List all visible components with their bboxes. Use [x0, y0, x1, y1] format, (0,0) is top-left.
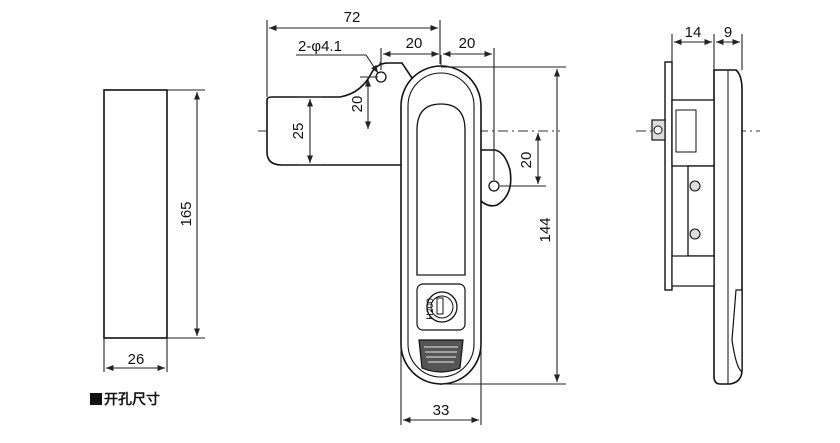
mounting-arm: [266, 62, 413, 166]
lower-bracket: [687, 165, 715, 257]
panel-plate: [664, 61, 673, 291]
screw-upper: [689, 180, 701, 192]
side-view: 14 9: [636, 24, 760, 385]
handle-grip: [416, 103, 466, 276]
dim-14-label: 14: [685, 24, 702, 41]
dim-144-label: 144: [537, 217, 554, 242]
model-label: H200: [425, 298, 435, 320]
key-cylinder-inner: [430, 295, 454, 319]
dim-25-label: 25: [290, 123, 307, 140]
keyhole-icon: [436, 297, 444, 315]
dim-26-label: 26: [128, 351, 145, 368]
dim-33-label: 33: [433, 402, 450, 419]
legend-label: 开孔尺寸: [104, 391, 160, 408]
legend: 开孔尺寸: [90, 391, 160, 408]
cutout-view: 165 26: [103, 89, 205, 372]
front-view: H200 72 20 20 2-φ4.1 20 25: [258, 9, 566, 425]
dim-165-label: 165: [178, 201, 195, 226]
legend-square-icon: [90, 393, 102, 405]
dim-72-label: 72: [344, 9, 361, 26]
cutout-rectangle: [103, 89, 168, 339]
dim-9-label: 9: [724, 24, 732, 41]
hole-leader: [365, 54, 379, 74]
dim-20-top-left-label: 20: [406, 35, 423, 52]
mounting-lug: [475, 149, 512, 207]
dim-20-vertical-label: 20: [349, 96, 366, 113]
screw-lower: [689, 228, 701, 240]
handle-inner-outline: [407, 72, 475, 378]
mount-hole-right: [488, 180, 500, 192]
push-button: [418, 339, 464, 373]
hole-spec-label: 2-φ4.1: [298, 38, 342, 55]
dim-20-right-label: 20: [518, 152, 535, 169]
dim-20-top-right-label: 20: [459, 35, 476, 52]
